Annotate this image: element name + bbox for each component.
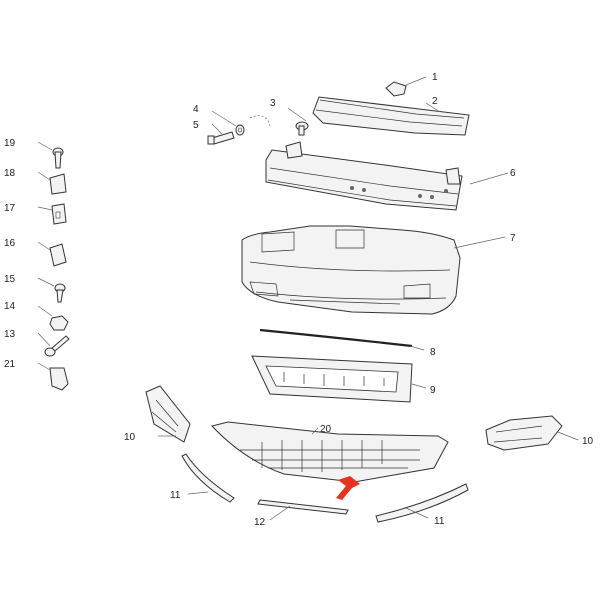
part-21-clip: [37, 362, 69, 391]
part-16-clip: [37, 241, 67, 267]
callout-2: 2: [432, 96, 438, 107]
callout-11-left: 11: [170, 490, 181, 501]
callout-13: 13: [4, 329, 16, 340]
callout-9: 9: [430, 385, 436, 396]
part-11-trim-right: [375, 483, 469, 523]
red-down-arrow-icon: [336, 476, 360, 500]
callout-8: 8: [430, 347, 436, 358]
callout-21: 21: [4, 359, 16, 370]
part-8-trim-strip: [259, 328, 425, 351]
part-10-fog-bezel-right: [485, 415, 579, 451]
callout-15: 15: [4, 274, 16, 285]
part-14-nut: [37, 305, 69, 331]
part-19-screw: [37, 141, 64, 169]
callout-16: 16: [4, 238, 16, 249]
callout-11-right: 11: [434, 516, 445, 527]
part-18-clip: [37, 171, 67, 195]
part-2-absorber: [312, 96, 470, 136]
part-12-center-strip: [257, 499, 349, 521]
callout-5: 5: [193, 120, 199, 131]
part-13-screw: [37, 332, 70, 357]
callout-4: 4: [193, 104, 199, 115]
part-5-bolt: [207, 123, 235, 145]
callout-17: 17: [4, 203, 16, 214]
part-10-fog-bezel-left: [145, 385, 191, 443]
callout-7: 7: [510, 233, 516, 244]
callout-10-right: 10: [582, 436, 594, 447]
callout-1: 1: [432, 72, 438, 83]
part-4-washer: [211, 110, 245, 136]
callout-20: 20: [320, 424, 332, 435]
callout-18: 18: [4, 168, 16, 179]
part-3-push-pin: [287, 107, 309, 136]
part-6-beam: [265, 141, 509, 211]
part-15-screw: [37, 277, 66, 303]
part-1-cap: [385, 76, 427, 97]
part-20-lower-grille: [211, 421, 449, 483]
callout-12: 12: [254, 517, 266, 528]
callout-14: 14: [4, 301, 16, 312]
part-11-trim-left: [181, 453, 235, 503]
part-7-bumper-cover: [241, 225, 506, 315]
callout-10-left: 10: [124, 432, 136, 443]
callout-19: 19: [4, 138, 16, 149]
part-17-clip: [37, 203, 67, 225]
callout-3: 3: [270, 98, 276, 109]
part-9-support-bracket: [251, 355, 427, 403]
callout-6: 6: [510, 168, 516, 179]
